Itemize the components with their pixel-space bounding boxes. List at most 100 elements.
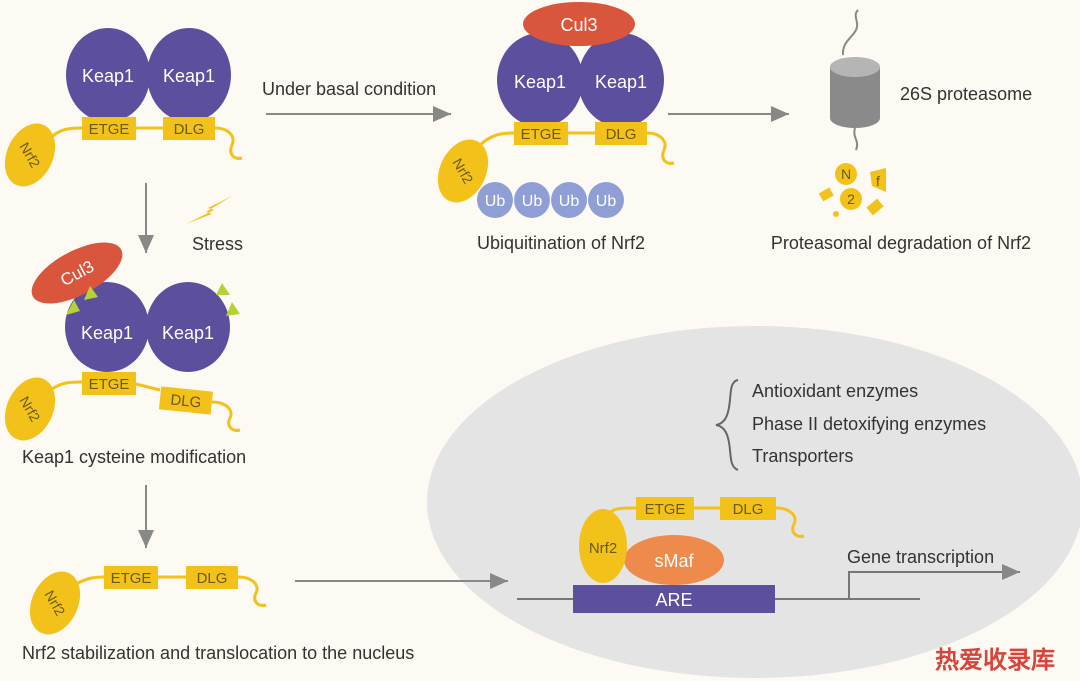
modified-complex: Cul3 Keap1 Keap1 ETGE DLG Nrf2: [4, 242, 241, 441]
ub-label: Ub: [596, 193, 617, 210]
degradation-caption: Proteasomal degradation of Nrf2: [771, 233, 1031, 253]
etge-label: ETGE: [645, 501, 686, 518]
are-label: ARE: [655, 590, 692, 610]
target-genes: Antioxidant enzymes Phase II detoxifying…: [715, 379, 986, 471]
basal-caption: Under basal condition: [262, 79, 436, 99]
ub-label: Ub: [522, 193, 543, 210]
keap1-left: [65, 282, 149, 372]
etge-label: ETGE: [89, 121, 130, 138]
basal-complex: Keap1 Keap1 ETGE DLG Nrf2: [4, 28, 243, 187]
keap1-label: Keap1: [82, 66, 134, 86]
etge-domain: [636, 497, 694, 520]
cul3: [523, 2, 635, 46]
cysteine-modification-mark: [66, 300, 80, 315]
dlg-label: DLG: [170, 391, 202, 411]
cysteine-modification-mark: [226, 302, 240, 316]
keap1-right: [578, 33, 664, 127]
proteasome: [830, 9, 880, 151]
dlg-label: DLG: [606, 126, 637, 143]
nuclear-complex: ARE sMaf Nrf2 ETGE DLG: [517, 497, 920, 613]
fragment-2: [840, 188, 862, 210]
transcription-caption: Gene transcription: [847, 547, 994, 567]
keap1-label: Keap1: [595, 72, 647, 92]
target-gene-item: Transporters: [752, 446, 853, 466]
nrf2-linker: [609, 506, 637, 514]
smaf-label: sMaf: [654, 551, 694, 571]
etge-domain: [82, 117, 136, 140]
fragment-f: [870, 168, 886, 192]
nrf2-tail: [775, 506, 805, 538]
cul3: [31, 242, 123, 304]
fragment-n: [835, 163, 857, 185]
proteasome-top: [830, 57, 880, 77]
nrf2: [4, 123, 56, 187]
ubiquitination-caption: Ubiquitination of Nrf2: [477, 233, 645, 253]
etge-domain: [514, 122, 568, 145]
nrf2: [579, 509, 627, 583]
proteasome-strand: [853, 127, 859, 151]
nrf2-linker: [135, 382, 161, 392]
proteasome-strand: [841, 9, 859, 56]
modification-caption: Keap1 cysteine modification: [22, 447, 246, 467]
stabilization-caption: Nrf2 stabilization and translocation to …: [22, 643, 414, 663]
dlg-domain: [163, 117, 215, 140]
etge-label: ETGE: [89, 376, 130, 393]
are-element: [573, 585, 775, 613]
dlg-label: DLG: [197, 570, 228, 587]
fragment-2-label: 2: [847, 191, 855, 207]
dlg-label: DLG: [733, 501, 764, 518]
nrf2-tail: [211, 400, 241, 432]
etge-label: ETGE: [521, 126, 562, 143]
keap1-label: Keap1: [163, 66, 215, 86]
dlg-domain: [595, 122, 647, 145]
proteasome-cylinder: [830, 67, 880, 128]
watermark: 热爱收录库: [935, 647, 1055, 674]
nrf2-label: Nrf2: [589, 540, 617, 557]
ubiquitination-complex: Cul3 Keap1 Keap1 ETGE DLG Nrf2 Ub Ub Ub …: [437, 2, 675, 218]
etge-domain: [82, 372, 136, 395]
nrf2-tail: [646, 131, 675, 165]
stress-caption: Stress: [192, 234, 243, 254]
keap1-label: Keap1: [162, 323, 214, 343]
ubiquitin: [514, 182, 550, 218]
ubiquitin: [588, 182, 624, 218]
cul3-label: Cul3: [560, 15, 597, 35]
nrf2: [437, 139, 489, 203]
nrf2-tail: [237, 575, 267, 607]
brace: [715, 379, 739, 471]
transcription-arrow: [848, 564, 1020, 599]
proteasome-label: 26S proteasome: [900, 84, 1032, 104]
nrf2-tail: [214, 126, 243, 160]
fragment-piece: [818, 187, 834, 202]
keap1-label: Keap1: [514, 72, 566, 92]
keap1-right: [146, 282, 230, 372]
fragment-dot: [833, 211, 839, 217]
etge-domain: [104, 566, 158, 589]
free-nrf2: ETGE DLG Nrf2: [29, 566, 267, 635]
lightning-bolt-icon: [186, 196, 232, 224]
dlg-domain: [720, 497, 776, 520]
target-gene-item: Antioxidant enzymes: [752, 381, 918, 401]
dlg-label: DLG: [174, 121, 205, 138]
ub-label: Ub: [485, 193, 506, 210]
fragment-n-label: N: [841, 166, 851, 182]
ubiquitin: [551, 182, 587, 218]
keap1-label: Keap1: [81, 323, 133, 343]
keap1-left: [497, 33, 583, 127]
smaf: [624, 535, 724, 585]
dlg-domain: [186, 566, 238, 589]
cysteine-modification-mark: [84, 286, 98, 300]
ub-label: Ub: [559, 193, 580, 210]
fragment-piece: [866, 198, 884, 216]
fragment-f-label: f: [876, 173, 880, 189]
target-gene-item: Phase II detoxifying enzymes: [752, 414, 986, 434]
dlg-domain: [158, 386, 214, 415]
nrf2-linker: [478, 131, 515, 147]
etge-label: ETGE: [111, 570, 152, 587]
cysteine-modification-mark: [216, 283, 230, 295]
ubiquitin: [477, 182, 513, 218]
nrf2: [4, 377, 56, 441]
keap1-right: [147, 28, 231, 122]
